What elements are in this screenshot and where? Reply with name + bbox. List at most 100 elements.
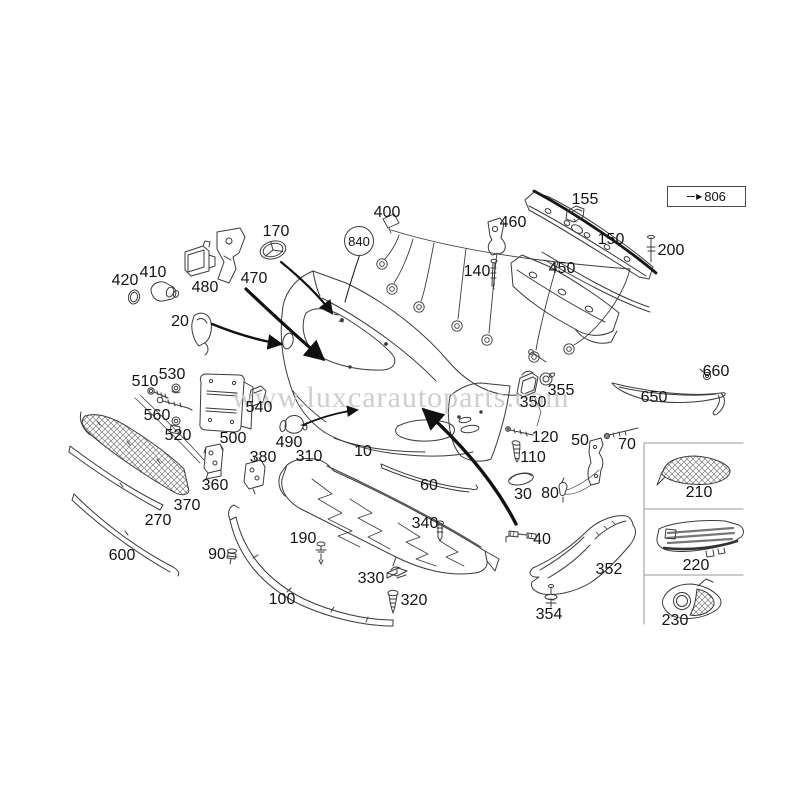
part-label-360: 360 (201, 477, 229, 494)
panel-divider-lines (643, 442, 744, 625)
part-label-510: 510 (131, 373, 159, 390)
part-label-170: 170 (262, 223, 290, 240)
insert-220-drawing (656, 520, 744, 558)
part-label-150: 150 (597, 231, 625, 248)
nut-530-drawing (171, 383, 181, 394)
bracket-40-drawing (505, 530, 537, 543)
wiring-harness-drawing (376, 213, 631, 363)
grommet-355-drawing (528, 349, 556, 386)
leader-arrows (210, 253, 518, 526)
part-label-190: 190 (289, 530, 317, 547)
part-label-400: 400 (373, 204, 401, 221)
part-label-340: 340 (411, 515, 439, 532)
clip-330-drawing (386, 566, 408, 579)
watermark-text: www.luxcarautoparts.com (232, 381, 570, 414)
part-label-60: 60 (420, 477, 438, 494)
grille-mesh-drawing (79, 411, 190, 496)
part-label-70: 70 (618, 436, 636, 453)
screw-120-drawing (505, 426, 534, 437)
bracket-50-drawing (564, 437, 604, 495)
under-shield-drawing (278, 458, 500, 575)
support-rail-drawing (134, 394, 205, 464)
reference-box: ▶ 806 (667, 186, 746, 207)
nozzle-80-drawing (558, 477, 568, 503)
part-label-155: 155 (571, 191, 599, 208)
part-label-355: 355 (547, 382, 575, 399)
screw-560-drawing (156, 396, 193, 411)
part-label-10: 10 (354, 443, 372, 460)
part-label-370: 370 (173, 497, 201, 514)
grommet-660-drawing (699, 368, 712, 381)
lip-spoiler-drawing (228, 504, 394, 627)
part-label-354: 354 (535, 606, 563, 623)
part-label-380: 380 (249, 449, 277, 466)
part-label-50: 50 (571, 432, 589, 449)
side-trim-drawing (611, 382, 726, 416)
tow-cover-drawing (191, 312, 212, 356)
part-label-410: 410 (139, 264, 167, 281)
part-label-80: 80 (541, 485, 559, 502)
screw-140-drawing (490, 258, 498, 290)
clip-90-drawing (226, 548, 238, 565)
clip-350-drawing (516, 370, 542, 427)
part-label-110: 110 (520, 449, 546, 466)
part-label-650: 650 (640, 389, 668, 406)
bracket-470-drawing (216, 227, 246, 284)
arrow-line (687, 196, 696, 197)
clip-155-drawing (565, 205, 585, 223)
bumper-cover-drawing (280, 270, 518, 462)
part-label-230: 230 (661, 612, 689, 629)
screw-340-drawing (436, 520, 444, 542)
emblem-drawing (259, 240, 287, 260)
screw-320-drawing (387, 589, 399, 614)
part-label-30: 30 (514, 486, 532, 503)
bracket-460-drawing (487, 217, 506, 256)
part-label-20: 20 (171, 313, 189, 330)
reference-number: 806 (704, 189, 726, 204)
bolt-510-drawing (147, 387, 169, 399)
part-label-310: 310 (295, 448, 323, 465)
part-label-120: 120 (531, 429, 559, 446)
part-label-530: 530 (158, 366, 186, 383)
part-label-270: 270 (144, 512, 172, 529)
part-label-320: 320 (400, 592, 428, 609)
part-label-140: 140 (463, 263, 491, 280)
pin-354-drawing (544, 584, 558, 608)
part-label-500: 500 (219, 430, 247, 447)
part-label-200: 200 (657, 242, 685, 259)
bracket-380-drawing (243, 455, 266, 495)
insert-230-drawing (662, 578, 722, 620)
part-label-330: 330 (357, 570, 385, 587)
absorber-450-drawing (510, 254, 620, 344)
strip-600-drawing (71, 493, 180, 577)
part-label-420: 420 (111, 272, 139, 289)
sensor-410-drawing (150, 281, 180, 302)
sensor-ring-420-drawing (127, 289, 141, 305)
part-label-540: 540 (245, 399, 273, 416)
washer-cover-drawing (508, 472, 534, 486)
part-label-660: 660 (702, 363, 730, 380)
screw-70-drawing (603, 427, 639, 440)
reinforcement-bar-drawing (524, 189, 658, 313)
part-label-90: 90 (208, 546, 226, 563)
insert-210-drawing (656, 455, 731, 486)
assembly-callout: 840 (344, 226, 374, 256)
part-label-352: 352 (595, 561, 623, 578)
part-label-220: 220 (682, 557, 710, 574)
nut-520-drawing (169, 416, 181, 435)
plate-bracket-drawing (199, 373, 254, 433)
part-label-40: 40 (533, 531, 551, 548)
part-label-520: 520 (164, 427, 192, 444)
part-label-100: 100 (268, 591, 296, 608)
clip-540-drawing (248, 385, 267, 407)
strip-270-drawing (68, 445, 164, 511)
part-label-560: 560 (143, 407, 171, 424)
screw-110-drawing (511, 440, 521, 463)
part-label-480: 480 (191, 279, 219, 296)
part-label-460: 460 (499, 214, 527, 231)
rivet-200-drawing (646, 235, 656, 263)
part-label-600: 600 (108, 547, 136, 564)
arch-cover-drawing (529, 515, 636, 595)
